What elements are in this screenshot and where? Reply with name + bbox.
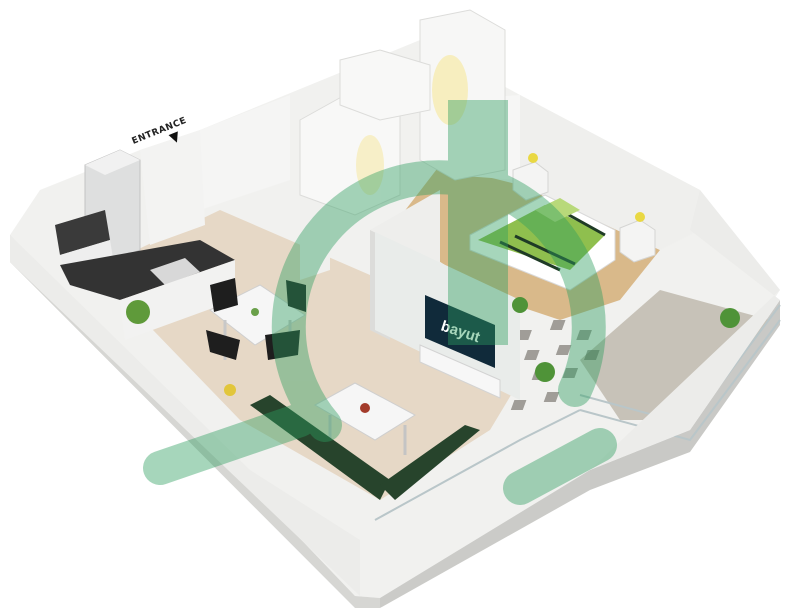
kitchen-counter xyxy=(55,210,235,340)
bayut-watermark xyxy=(143,100,617,505)
tv-unit xyxy=(375,232,520,400)
entrance-arrow-icon xyxy=(168,131,178,143)
plant-kitchen xyxy=(126,300,150,324)
dining-chairs xyxy=(206,278,306,360)
bedside-tables xyxy=(512,153,656,263)
plants xyxy=(224,297,740,396)
sofa xyxy=(250,395,480,500)
bed xyxy=(469,194,616,291)
wardrobes xyxy=(299,9,506,216)
